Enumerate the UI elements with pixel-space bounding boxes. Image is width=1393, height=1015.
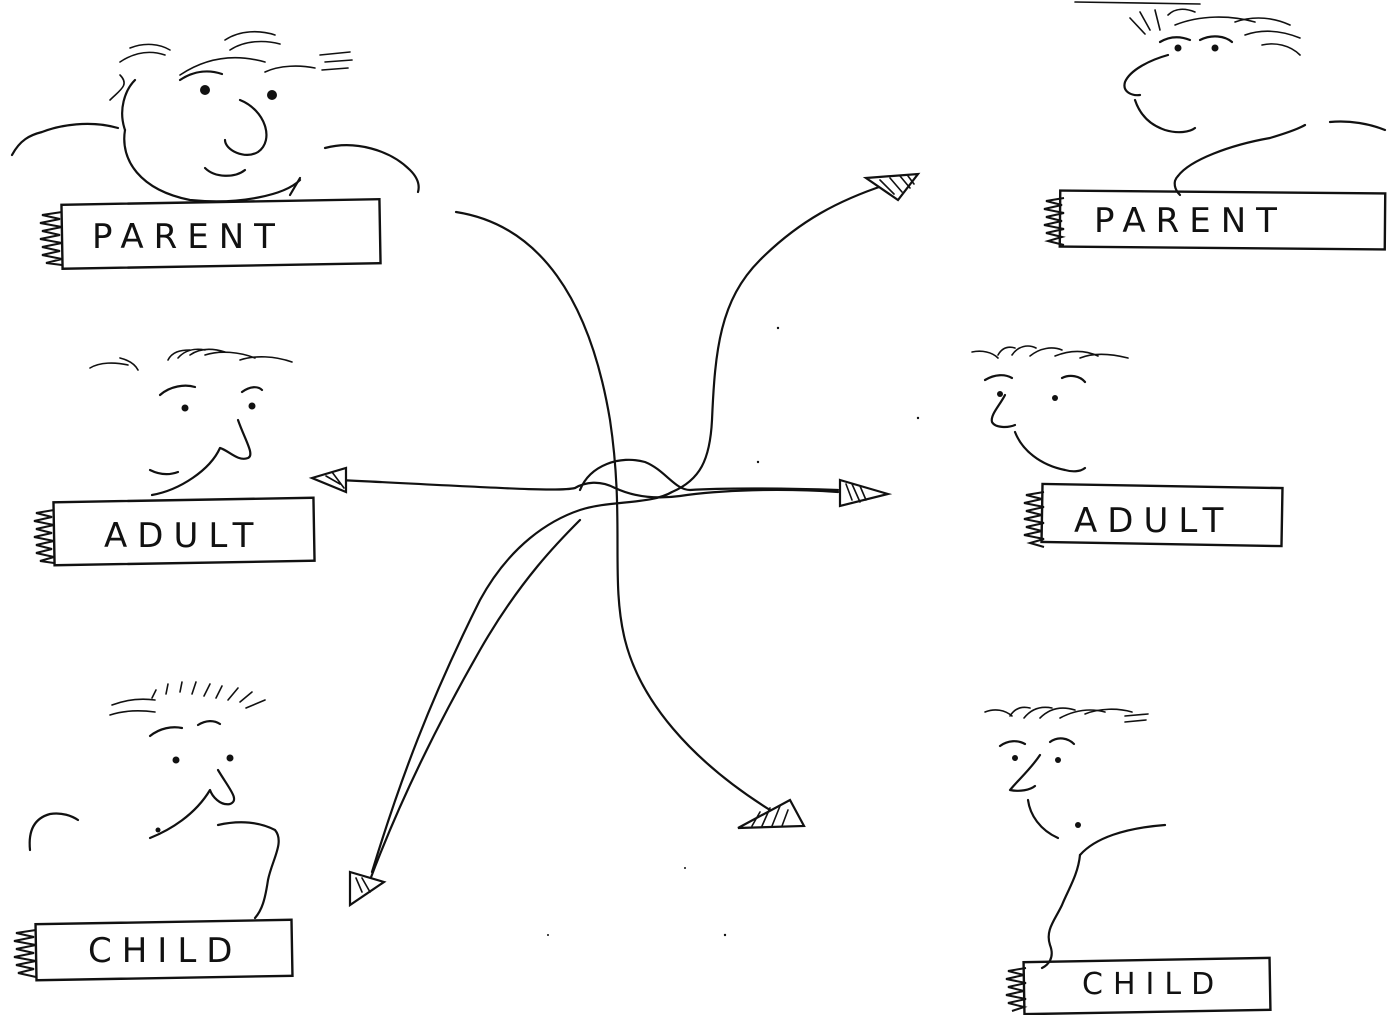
right-adult-label: ADULT <box>1023 482 1284 548</box>
right-parent-label: PARENT <box>1043 189 1387 251</box>
right-child-label: CHILD <box>1005 956 1272 1015</box>
right-parent-figure <box>1074 1 1387 197</box>
arrow-to-left-child <box>348 518 582 908</box>
arrow-right-adult-to-left-adult <box>308 466 840 499</box>
right-parent-label-fringe <box>1043 197 1066 246</box>
left-adult-label-fringe <box>33 509 55 564</box>
arrow-left-adult-to-right-adult <box>578 458 893 508</box>
left-parent-label-text: PARENT <box>92 217 285 257</box>
left-parent-figure <box>10 30 420 203</box>
arrowhead <box>862 172 921 202</box>
right-adult-label-fringe <box>1023 491 1045 548</box>
left-child-label-fringe <box>13 929 37 978</box>
right-child-label-fringe <box>1005 967 1028 1012</box>
left-child-label-text: CHILD <box>88 931 242 971</box>
arrowhead <box>737 798 806 830</box>
left-adult-label-text: ADULT <box>104 516 263 556</box>
left-child-label: CHILD <box>13 918 294 982</box>
arrow-left-child-to-right-parent <box>370 172 921 874</box>
arrowhead <box>308 466 348 494</box>
arrow-left-parent-to-right-child <box>454 210 806 830</box>
left-parent-label-fringe <box>39 211 63 266</box>
left-parent-label: PARENT <box>39 197 382 270</box>
right-child-label-text: CHILD <box>1082 967 1224 1002</box>
left-adult-figure <box>89 348 293 497</box>
left-adult-label: ADULT <box>33 496 316 567</box>
right-adult-figure <box>971 345 1129 473</box>
right-adult-label-text: ADULT <box>1074 501 1233 541</box>
arrowhead <box>348 870 387 908</box>
right-parent-label-text: PARENT <box>1094 201 1287 241</box>
arrowhead <box>838 478 893 508</box>
left-child-figure <box>28 681 280 920</box>
right-child-figure <box>984 706 1167 970</box>
